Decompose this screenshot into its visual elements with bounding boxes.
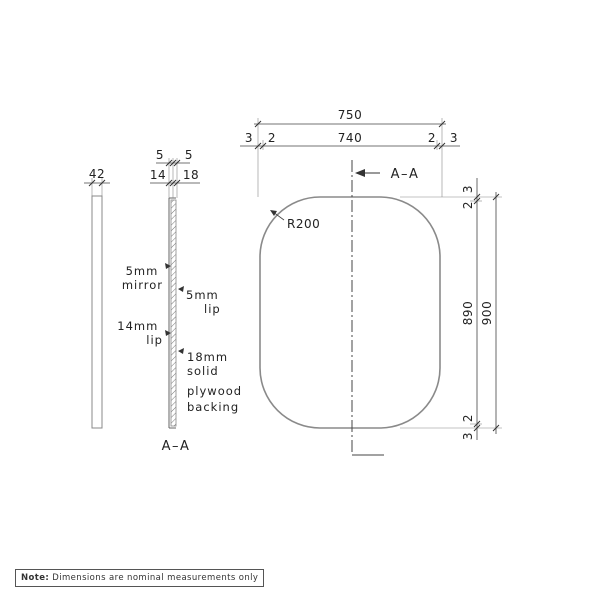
section-dim-left: 14 bbox=[150, 168, 166, 182]
front-view: A–A R200 750 3 2 740 2 3 bbox=[240, 108, 502, 456]
width-lip-left-label: 2 bbox=[268, 131, 276, 145]
section-tick bbox=[165, 179, 173, 187]
width-tick bbox=[438, 142, 446, 150]
section-tick bbox=[165, 159, 173, 167]
lip-label: 5mm lip bbox=[186, 288, 223, 316]
section-tick bbox=[173, 179, 181, 187]
section-title: A–A bbox=[162, 439, 191, 454]
radius-arrowhead bbox=[270, 210, 277, 216]
height-tick bbox=[473, 420, 481, 428]
lip-side-label: 14mm lip bbox=[117, 319, 163, 347]
backing-label: 18mm solid plywood backing bbox=[187, 350, 247, 414]
width-tick bbox=[438, 120, 446, 128]
lip-leader-arrow bbox=[178, 286, 184, 292]
note-text: Dimensions are nominal measurements only bbox=[49, 573, 259, 583]
side-tick-left bbox=[88, 179, 96, 187]
section-dim-top-right: 5 bbox=[185, 148, 193, 162]
width-tick bbox=[254, 120, 262, 128]
mirror-label: 5mm mirror bbox=[122, 264, 163, 292]
side-view: 42 bbox=[84, 167, 110, 429]
corner-radius-label: R200 bbox=[287, 217, 320, 231]
height-tick bbox=[492, 424, 500, 432]
height-overall-label: 900 bbox=[480, 301, 494, 325]
width-edge-left-label: 3 bbox=[245, 131, 253, 145]
section-dim-top-left: 5 bbox=[156, 148, 164, 162]
backing-leader-arrow bbox=[178, 348, 184, 354]
section-marker-label: A–A bbox=[391, 167, 420, 182]
height-lip-bottom-label: 2 bbox=[461, 414, 475, 422]
width-tick bbox=[254, 142, 262, 150]
side-depth-label: 42 bbox=[89, 167, 105, 181]
lip-side-leader-arrow bbox=[165, 330, 171, 336]
height-edge-top-label: 3 bbox=[461, 185, 475, 193]
section-tick bbox=[173, 159, 181, 167]
width-mirror-label: 740 bbox=[338, 131, 362, 145]
mirror-leader-arrow bbox=[165, 263, 171, 269]
section-tick bbox=[169, 179, 177, 187]
height-lip-top-label: 2 bbox=[461, 201, 475, 209]
side-view-outline bbox=[91, 195, 103, 429]
mirror-outline bbox=[259, 196, 441, 429]
plywood-backing bbox=[170, 199, 177, 427]
width-tick bbox=[433, 142, 441, 150]
width-edge-right-label: 3 bbox=[450, 131, 458, 145]
height-mirror-label: 890 bbox=[461, 301, 475, 325]
disclaimer-note: Note: Dimensions are nominal measurement… bbox=[15, 569, 265, 587]
section-tick bbox=[169, 159, 177, 167]
width-tick bbox=[259, 142, 267, 150]
height-edge-bottom-label: 3 bbox=[461, 432, 475, 440]
width-lip-right-label: 2 bbox=[428, 131, 436, 145]
section-cut-arrowhead bbox=[355, 169, 365, 177]
height-tick bbox=[473, 197, 481, 205]
section-dim-right: 18 bbox=[183, 168, 199, 182]
section-view: 5 5 14 18 5mm mirror 5mm lip 14mm lip 18… bbox=[117, 148, 247, 454]
note-prefix: Note: bbox=[21, 573, 50, 583]
height-tick bbox=[473, 193, 481, 201]
height-tick bbox=[492, 193, 500, 201]
height-tick bbox=[473, 424, 481, 432]
side-tick-right bbox=[98, 179, 106, 187]
width-overall-label: 750 bbox=[338, 108, 362, 122]
